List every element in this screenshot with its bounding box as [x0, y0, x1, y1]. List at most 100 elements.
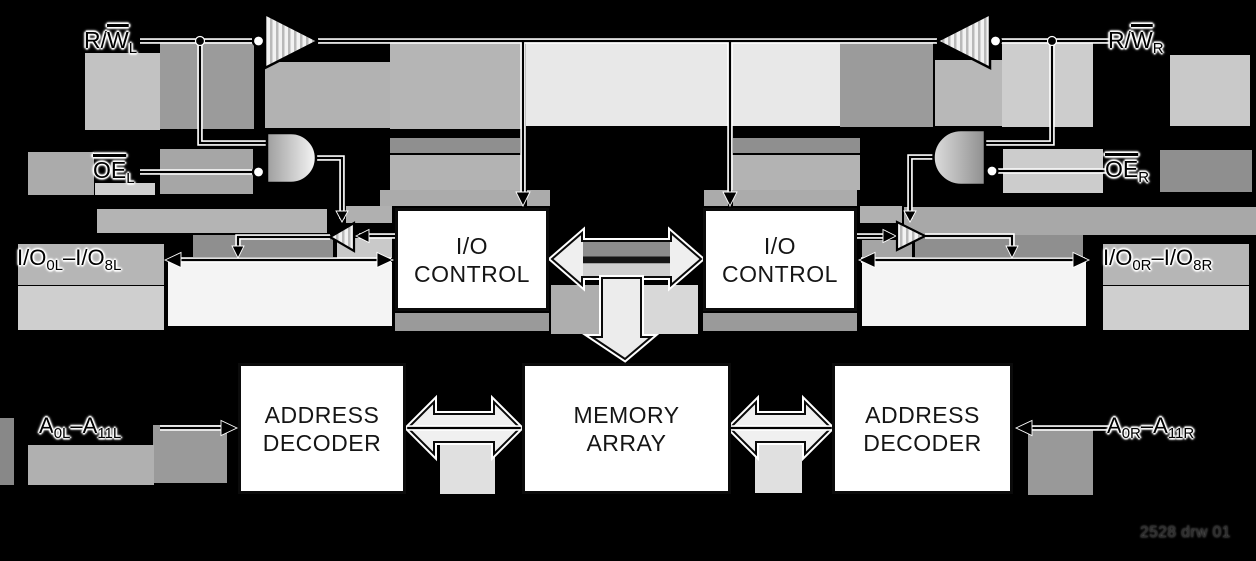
- io-part: I/O: [75, 245, 105, 270]
- artifact-patch: [1002, 42, 1093, 127]
- and-gate-left: [265, 131, 318, 185]
- artifact-patch: [551, 285, 601, 334]
- dash: –: [70, 413, 83, 438]
- address-decoder-right-block: ADDRESS DECODER: [832, 363, 1013, 494]
- block-label: ARRAY: [586, 429, 667, 456]
- io-part: I/O: [17, 245, 47, 270]
- artifact-patch: [85, 53, 160, 130]
- artifact-patch: [168, 262, 392, 326]
- rw-subscript: L: [128, 40, 138, 57]
- io-subscript: 8R: [1193, 257, 1213, 274]
- addr-subscript: 11R: [1167, 425, 1195, 442]
- oe-subscript: L: [126, 170, 135, 187]
- artifact-patch: [644, 285, 698, 334]
- artifact-patch: [193, 235, 333, 257]
- io-subscript: 0R: [1132, 257, 1152, 274]
- arrow-into-buffer-input-left: [354, 228, 370, 244]
- addr-subscript: 0L: [53, 425, 71, 442]
- block-label: MEMORY: [573, 401, 680, 428]
- io-part: I/O: [1163, 245, 1194, 270]
- block-label: I/O: [455, 232, 489, 259]
- artifact-patch: [390, 155, 523, 190]
- artifact-patch: [28, 152, 94, 195]
- block-label: ADDRESS: [264, 401, 380, 428]
- io-bus-arrow-horizontal: [547, 226, 706, 292]
- io-part: I/O: [1103, 245, 1133, 270]
- bus-shaft-band: [583, 242, 670, 276]
- addr-part: A: [39, 413, 54, 438]
- address-decoder-left-block: ADDRESS DECODER: [238, 363, 406, 494]
- artifact-patch: [395, 313, 549, 331]
- inverter-buffer-right: [934, 11, 992, 71]
- signal-label-rw-left: R/WL: [84, 27, 137, 57]
- artifact-patch: [526, 40, 840, 126]
- inverter-bubble-left: [251, 34, 266, 48]
- arrow-rw-into-io-control-right: [722, 191, 738, 208]
- io-control-right-block: I/O CONTROL: [703, 208, 857, 311]
- artifact-patch: [733, 138, 860, 153]
- artifact-patch: [840, 43, 933, 127]
- inverter-buffer-left: [263, 11, 321, 71]
- rw-overline: W: [1131, 27, 1153, 53]
- signal-label-oe-left: OEL: [93, 157, 135, 187]
- junction-dot-right: [1046, 35, 1058, 47]
- artifact-patch: [915, 235, 1083, 257]
- arrow-io-line-right-out: [1072, 251, 1091, 269]
- arrow-buffer-out-left: [231, 245, 245, 260]
- signal-label-io-right: I/O0R–I/O8R: [1103, 245, 1212, 274]
- artifact-patch: [1170, 55, 1250, 126]
- memory-array-block: MEMORY ARRAY: [522, 363, 731, 494]
- rw-overline: W: [107, 27, 129, 53]
- block-label: DECODER: [863, 429, 982, 456]
- artifact-patch: [862, 262, 1086, 326]
- artifact-patch: [18, 244, 164, 285]
- arrow-buffer-out-right: [1005, 245, 1019, 260]
- dash: –: [1151, 245, 1164, 270]
- block-label: CONTROL: [722, 260, 838, 287]
- signal-label-addr-right: A0R–A11R: [1107, 413, 1194, 442]
- arrow-enable-into-buffer-left: [335, 210, 349, 223]
- artifact-patch: [904, 207, 1256, 235]
- arrow-enable-into-buffer-right: [903, 210, 917, 223]
- artifact-patch: [153, 425, 227, 483]
- artifact-patch: [160, 43, 254, 129]
- io-subscript: 8L: [104, 257, 122, 274]
- addr-part: A: [1107, 413, 1122, 438]
- artifact-patch: [1103, 244, 1249, 285]
- rw-subscript: R: [1152, 40, 1164, 57]
- rw-prefix: R/: [84, 27, 107, 53]
- block-label: ADDRESS: [865, 401, 980, 428]
- addr-subscript: 11L: [97, 425, 122, 442]
- artifact-patch: [730, 155, 860, 190]
- and-gate-bubble-right: [985, 164, 999, 178]
- dash: –: [1140, 413, 1154, 438]
- artifact-patch: [0, 418, 14, 485]
- artifact-patch: [346, 206, 392, 223]
- inverter-bubble-right: [988, 34, 1003, 48]
- block-label: CONTROL: [414, 260, 530, 287]
- arrow-rw-into-io-control-left: [515, 191, 531, 208]
- artifact-patch: [733, 190, 857, 206]
- artifact-patch: [18, 286, 164, 330]
- signal-label-rw-right: R/WR: [1108, 27, 1164, 57]
- oe-overline: OE: [93, 157, 127, 183]
- arrow-into-buffer-input-right: [882, 228, 898, 244]
- artifact-patch: [703, 313, 857, 331]
- block-label: DECODER: [262, 429, 382, 456]
- artifact-patch: [390, 138, 520, 153]
- artifact-patch: [1028, 430, 1093, 495]
- oe-overline: OE: [1105, 156, 1139, 182]
- signal-label-io-left: I/O0L–I/O8L: [17, 245, 121, 274]
- signal-label-addr-left: A0L–A11L: [39, 413, 121, 442]
- artifact-patch: [380, 190, 523, 206]
- arrow-io-line-left-out: [163, 251, 182, 269]
- artifact-patch: [97, 209, 327, 233]
- arrow-addr-right: [1014, 419, 1033, 437]
- oe-subscript: R: [1138, 169, 1150, 186]
- rw-prefix: R/: [1108, 27, 1131, 53]
- junction-dot-left: [194, 35, 206, 47]
- io-subscript: 0L: [46, 257, 64, 274]
- artifact-patch: [704, 190, 728, 206]
- artifact-patch: [755, 443, 802, 493]
